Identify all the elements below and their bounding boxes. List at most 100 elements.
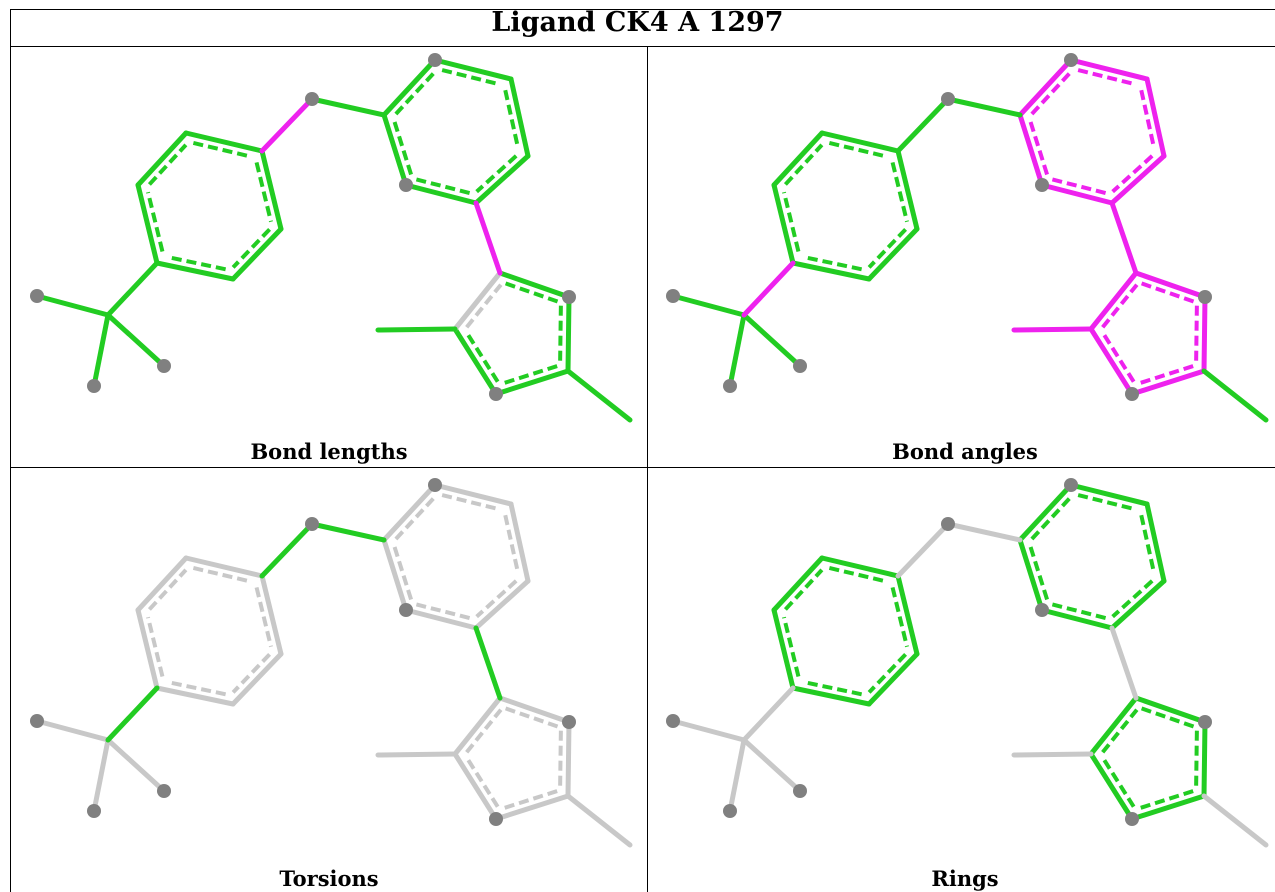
- bond-ring-c: [452, 695, 503, 757]
- bond-ring-a: [183, 130, 265, 154]
- bond-c5-m1: [1011, 751, 1094, 758]
- bond-ring-a: [771, 130, 825, 188]
- bond-ring-c: [1129, 368, 1207, 397]
- bond-ring-a: [819, 555, 901, 579]
- bond-ring-b: [1068, 482, 1150, 507]
- bond-ring-b: [1109, 153, 1167, 206]
- bond-ring-c-aromatic: [1194, 730, 1199, 787]
- bond-ring-b-aromatic: [1139, 514, 1157, 575]
- column-separator: [647, 46, 648, 892]
- bond-ring-b-aromatic: [392, 120, 413, 176]
- bond-ring-a-aromatic: [146, 191, 165, 252]
- bond-ring-a: [154, 685, 236, 707]
- bond-ring-b: [403, 607, 479, 631]
- bond-ring-a-aromatic: [147, 143, 188, 186]
- atom-sphere: [1198, 715, 1212, 729]
- atom-sphere: [87, 379, 101, 393]
- bond-ring-a-aromatic: [828, 566, 888, 584]
- bond-b5-c1: [473, 625, 503, 701]
- bond-ring-b: [1017, 537, 1045, 613]
- atom-sphere: [305, 517, 319, 531]
- bond-c5-m1: [375, 751, 458, 758]
- bond-ring-b-aromatic: [441, 493, 501, 512]
- bond-a1-tBu: [741, 260, 796, 318]
- bond-a4-O: [895, 521, 951, 579]
- bond-O-b1: [309, 521, 387, 543]
- bond-ring-a: [230, 651, 284, 707]
- bond-ring-a: [895, 573, 920, 657]
- bond-ring-a-aromatic: [783, 143, 824, 186]
- bond-ring-b: [1109, 578, 1167, 631]
- bond-ring-b: [1017, 482, 1074, 543]
- bond-ring-a-aromatic: [231, 227, 272, 269]
- bond-ring-c-aromatic: [558, 305, 563, 362]
- bond-ring-b: [381, 57, 438, 118]
- bond-ring-a: [135, 130, 189, 188]
- bond-ring-c: [493, 368, 571, 397]
- bond-ring-a: [154, 260, 236, 282]
- bond-ring-c-aromatic: [558, 730, 563, 787]
- bond-ring-a: [135, 607, 160, 691]
- bond-ring-c-aromatic: [1101, 283, 1139, 329]
- bond-ring-c-aromatic: [1140, 706, 1195, 729]
- atom-sphere: [428, 478, 442, 492]
- bond-ring-b-aromatic: [1028, 120, 1049, 176]
- bond-ring-c: [1129, 793, 1207, 822]
- bond-ring-a-aromatic: [167, 680, 227, 697]
- bond-ring-c-aromatic: [465, 283, 503, 329]
- bond-ring-b: [473, 153, 531, 206]
- bond-ring-b-aromatic: [392, 545, 413, 601]
- bond-ring-c-aromatic: [1100, 331, 1136, 383]
- bond-ring-b-aromatic: [1030, 70, 1073, 116]
- bond-ring-c-aromatic: [1137, 789, 1194, 811]
- bond-tBu-me3: [105, 312, 167, 369]
- bond-ring-a-aromatic: [803, 680, 863, 697]
- bond-ring-a: [259, 573, 284, 657]
- molecule-group: [666, 478, 1269, 848]
- bond-tBu-me2: [91, 737, 111, 814]
- bond-ring-b-aromatic: [475, 579, 518, 619]
- bond-ring-c: [565, 294, 572, 374]
- bond-c5-m1: [375, 326, 458, 333]
- atom-sphere: [793, 359, 807, 373]
- atom-sphere: [666, 714, 680, 728]
- bond-ring-b-aromatic: [503, 89, 521, 150]
- bond-ring-a-aromatic: [803, 255, 863, 272]
- atom-sphere: [562, 290, 576, 304]
- bond-ring-c-aromatic: [1101, 708, 1139, 754]
- bond-ring-a-aromatic: [890, 586, 909, 648]
- bond-ring-c: [497, 695, 572, 725]
- bond-ring-c-aromatic: [504, 706, 559, 729]
- bond-ring-b-aromatic: [1028, 545, 1049, 601]
- bond-ring-a-aromatic: [828, 141, 888, 159]
- title-separator: [10, 46, 1275, 47]
- bond-ring-c-aromatic: [501, 789, 558, 811]
- bond-ring-a-aromatic: [254, 161, 273, 223]
- bond-ring-b: [381, 112, 409, 188]
- atom-sphere: [562, 715, 576, 729]
- bond-ring-c: [1133, 695, 1208, 725]
- row-separator: [10, 467, 1275, 468]
- bond-tBu-me1: [34, 293, 111, 318]
- bond-ring-a: [135, 555, 189, 613]
- atom-sphere: [399, 178, 413, 192]
- bond-ring-c: [1201, 719, 1208, 799]
- bond-ring-b: [1039, 182, 1115, 206]
- bond-ring-a-aromatic: [782, 191, 801, 252]
- atom-sphere: [1035, 603, 1049, 617]
- bond-ring-b: [473, 578, 531, 631]
- bond-ring-b: [432, 482, 514, 507]
- bond-a4-O: [259, 521, 315, 579]
- bond-b5-c1: [473, 200, 503, 276]
- bond-ring-b-aromatic: [394, 495, 437, 541]
- bond-ring-a: [819, 130, 901, 154]
- bond-ring-a: [790, 685, 872, 707]
- bond-ring-a-aromatic: [783, 568, 824, 611]
- bond-ring-a-aromatic: [146, 616, 165, 677]
- bond-ring-c: [1088, 270, 1139, 332]
- atom-sphere: [1125, 387, 1139, 401]
- bond-ring-c-aromatic: [1140, 281, 1195, 304]
